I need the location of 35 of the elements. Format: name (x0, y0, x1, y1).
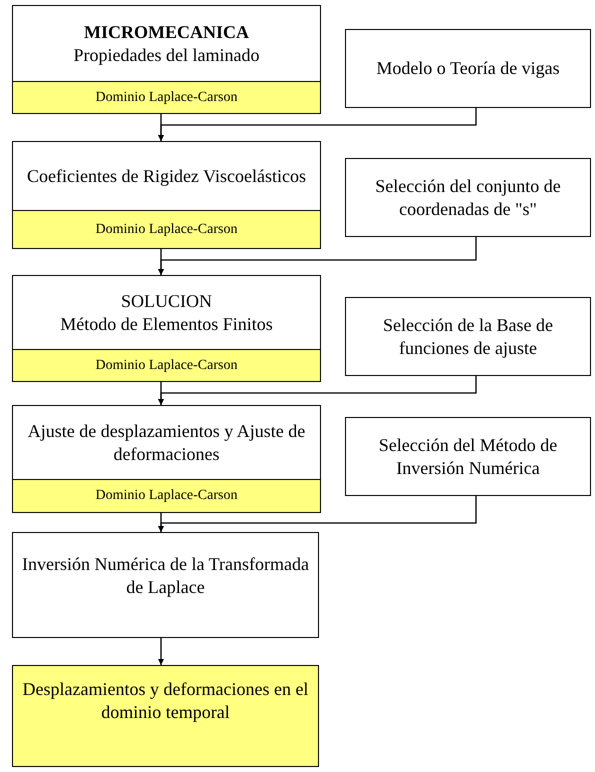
box-text: Desplazamientos y deformaciones en el dominio temporal (22, 678, 310, 723)
box-text: Ajuste de desplazamientos y Ajuste de deformaciones (26, 420, 306, 465)
connector-arrow (158, 376, 477, 405)
band-label: Dominio Laplace-Carson (94, 220, 238, 238)
box-text: Propiedades del laminado (72, 44, 260, 66)
box-text: Inversión Numérica de la Transformada de Laplace (21, 553, 310, 598)
box-text: Método de Elementos Finitos (59, 312, 274, 335)
process-box (345, 297, 591, 376)
process-box (12, 141, 321, 248)
box-heading: MICROMECANICA (83, 21, 250, 44)
process-box (345, 417, 591, 496)
box-text: Selección del conjunto de coordenadas de "s" (374, 175, 562, 220)
connector-arrow (158, 108, 477, 141)
box-text: Coeficientes de Rigidez Viscoelásticos (26, 164, 307, 188)
band-label: Dominio Laplace-Carson (94, 88, 238, 106)
process-box (12, 275, 321, 381)
box-heading: SOLUCION (120, 290, 213, 312)
connector-arrow (158, 496, 477, 532)
domain-band (12, 479, 321, 513)
process-box (12, 532, 319, 638)
process-box (12, 5, 321, 113)
connector-arrow (158, 237, 477, 275)
band-label: Dominio Laplace-Carson (94, 356, 238, 374)
box-text: Selección de la Base de funciones de ajuste (382, 314, 554, 359)
band-label: Dominio Laplace-Carson (94, 487, 238, 505)
box-text: Modelo o Teoría de vigas (375, 57, 561, 80)
domain-band (12, 210, 321, 249)
box-text: Selección del Método de Inversión Numérica (378, 434, 558, 479)
process-box (345, 29, 591, 108)
connector-arrow (158, 638, 164, 665)
process-box (345, 158, 591, 237)
domain-band (12, 349, 321, 382)
process-box (12, 665, 319, 767)
process-box (12, 405, 321, 512)
domain-band (12, 81, 321, 114)
